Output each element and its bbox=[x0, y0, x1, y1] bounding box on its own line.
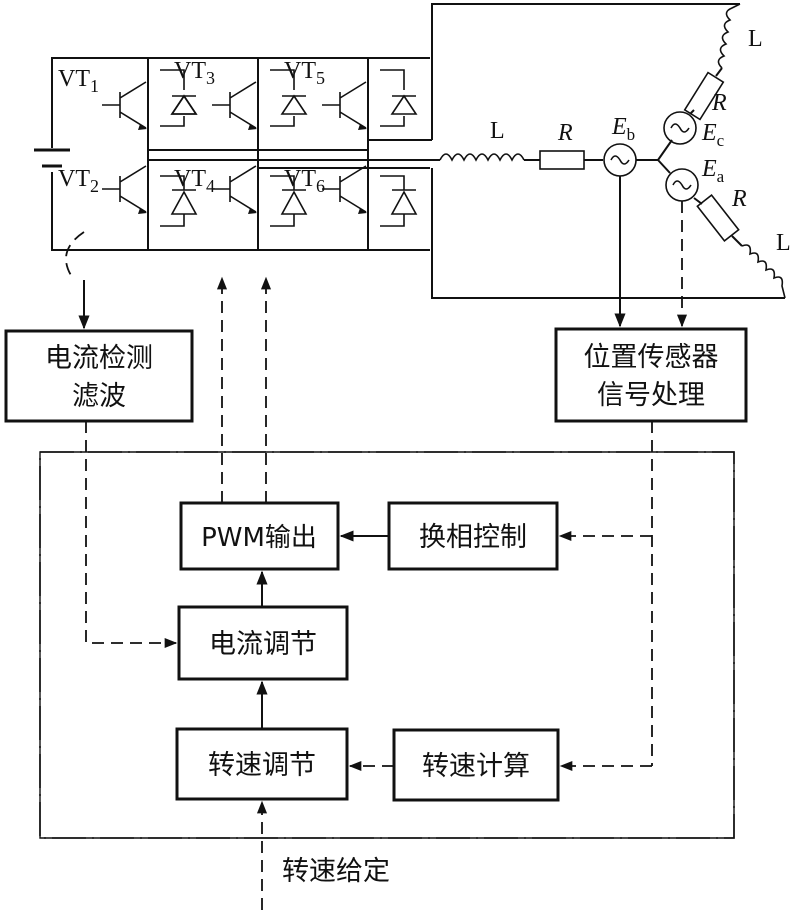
transistor-icon bbox=[212, 81, 257, 129]
speed-calculation-block: 转速计算 bbox=[392, 728, 560, 802]
svg-text:VT3: VT3 bbox=[174, 58, 215, 88]
current-sense-block: 电流检测 滤波 bbox=[4, 329, 194, 423]
svg-text:VT4: VT4 bbox=[174, 166, 215, 196]
transistor-icon bbox=[102, 81, 147, 129]
speed-regulation-block: 转速调节 bbox=[175, 727, 349, 801]
svg-text:Eb: Eb bbox=[611, 114, 635, 144]
inductor-icon bbox=[439, 153, 525, 162]
resistor-icon bbox=[696, 193, 740, 243]
inductor-icon bbox=[717, 3, 741, 69]
pwm-output-block: PWM输出 bbox=[179, 501, 340, 571]
svg-text:VT5: VT5 bbox=[284, 58, 325, 88]
svg-text:Ec: Ec bbox=[701, 120, 725, 150]
current-sense-signal bbox=[65, 231, 85, 281]
transistor-icon bbox=[322, 81, 367, 129]
current-regulation-block: 电流调节 bbox=[177, 605, 349, 681]
resistor-icon bbox=[539, 150, 585, 170]
inductor-icon bbox=[741, 244, 786, 299]
inverter-bridge bbox=[34, 57, 432, 251]
transistor-icon bbox=[212, 165, 257, 213]
diode-icon bbox=[380, 69, 416, 127]
phase-output-lines bbox=[148, 139, 432, 169]
svg-text:PWM输出: PWM输出 bbox=[201, 523, 317, 553]
svg-text:滤波: 滤波 bbox=[72, 381, 126, 412]
transistor-icon bbox=[102, 165, 147, 213]
svg-text:转速调节: 转速调节 bbox=[208, 750, 316, 781]
svg-text:R: R bbox=[711, 90, 727, 116]
svg-text:L: L bbox=[776, 230, 791, 256]
emf-source-icon bbox=[663, 111, 697, 145]
svg-text:换相控制: 换相控制 bbox=[419, 522, 527, 553]
svg-text:R: R bbox=[557, 120, 573, 146]
svg-text:转速计算: 转速计算 bbox=[422, 751, 530, 782]
svg-text:L: L bbox=[748, 26, 763, 52]
controller-boundary bbox=[39, 451, 735, 839]
motor-labels: L R Eb Ec Ea R R L L bbox=[490, 26, 791, 256]
svg-text:L: L bbox=[490, 118, 505, 144]
inverter-leg-1 bbox=[102, 58, 198, 250]
dc-bus-rail bbox=[51, 57, 430, 251]
transistor-labels: VT1 VT3 VT5 VT2 VT4 VT6 bbox=[58, 58, 325, 196]
transistor-icon bbox=[322, 165, 367, 213]
motor-windings bbox=[430, 3, 786, 299]
diode-icon bbox=[160, 69, 198, 127]
svg-text:VT6: VT6 bbox=[284, 166, 325, 196]
svg-text:信号处理: 信号处理 bbox=[597, 380, 705, 411]
diode-icon bbox=[380, 175, 416, 227]
svg-text:Ea: Ea bbox=[701, 156, 725, 186]
inverter-leg-3 bbox=[322, 58, 418, 250]
commutation-control-block: 换相控制 bbox=[387, 501, 559, 571]
resistor-icon bbox=[683, 71, 725, 121]
position-sensor-block: 位置传感器 信号处理 bbox=[554, 327, 748, 423]
svg-text:VT2: VT2 bbox=[58, 166, 99, 196]
dc-battery-icon bbox=[34, 148, 70, 168]
svg-text:VT1: VT1 bbox=[58, 66, 99, 96]
inverter-leg-2 bbox=[212, 58, 308, 250]
svg-text:电流调节: 电流调节 bbox=[209, 629, 317, 660]
speed-reference-label: 转速给定 bbox=[282, 856, 390, 887]
diode-icon bbox=[160, 175, 196, 227]
svg-text:R: R bbox=[731, 186, 747, 212]
current-feedback-line bbox=[85, 421, 178, 649]
svg-text:位置传感器: 位置传感器 bbox=[584, 342, 719, 373]
svg-text:电流检测: 电流检测 bbox=[45, 343, 153, 374]
diode-icon bbox=[270, 175, 306, 227]
